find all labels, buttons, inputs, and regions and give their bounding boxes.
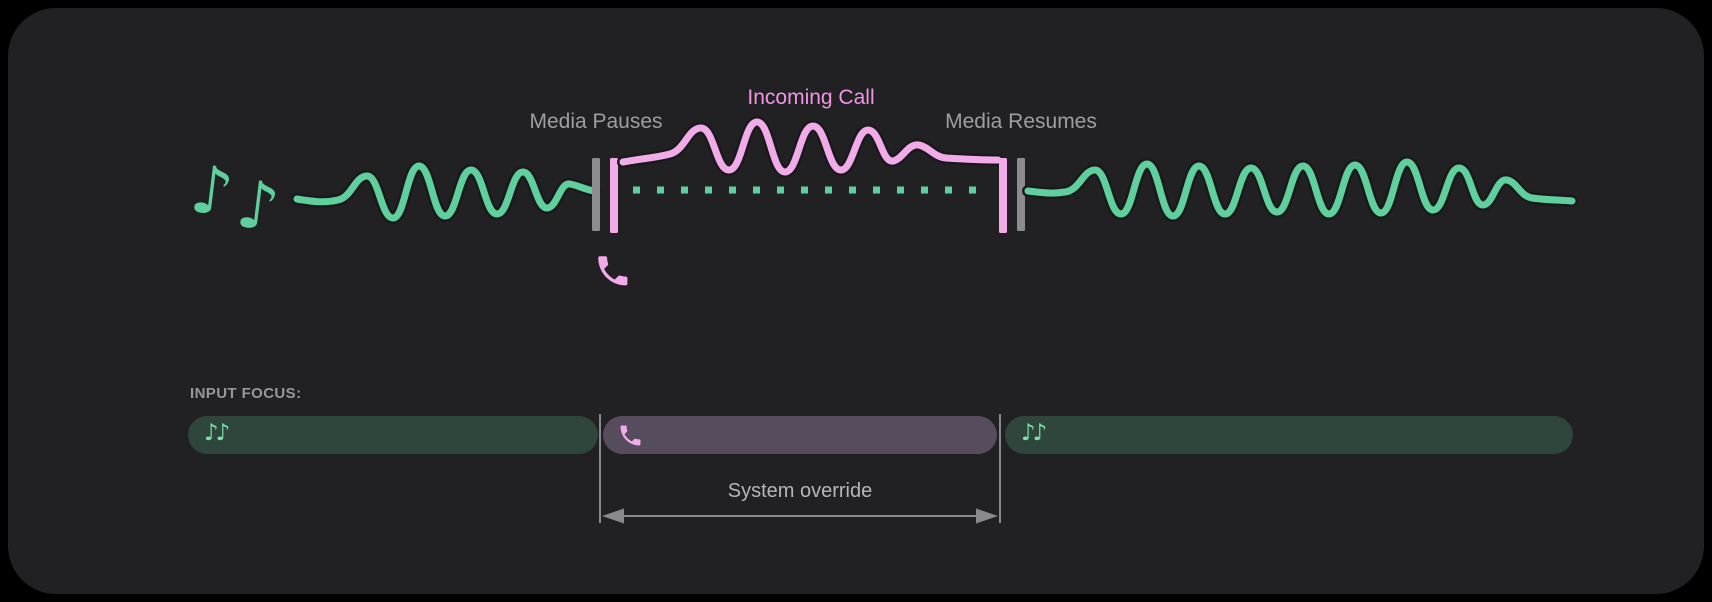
media-pauses-label: Media Pauses: [529, 110, 663, 133]
input-focus-heading: INPUT FOCUS:: [190, 385, 302, 402]
diagram-canvas: [8, 8, 1704, 594]
incoming-call-label: Incoming Call: [747, 86, 875, 109]
music-notes-icon: ♪♪: [1021, 419, 1047, 446]
media-resumes-label: Media Resumes: [945, 110, 1097, 133]
media-after-track: ♪♪: [1005, 416, 1573, 454]
phone-icon: [620, 425, 641, 445]
music-notes-icon: ♪♪: [204, 419, 230, 446]
system-override-label: System override: [727, 480, 873, 502]
media-before-track: ♪♪: [188, 416, 598, 454]
call-track: [603, 416, 997, 454]
